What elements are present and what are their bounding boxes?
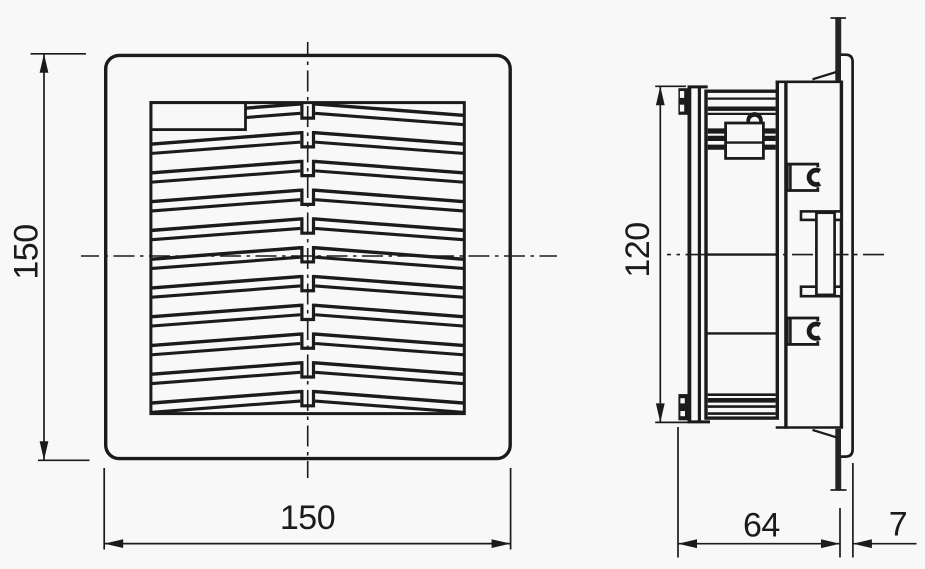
louver-slat-upper xyxy=(151,246,464,261)
louver-center-notch xyxy=(300,217,316,235)
louver-slat-upper xyxy=(151,159,464,175)
snap-latch xyxy=(799,210,843,298)
louver-slat-upper xyxy=(151,361,464,376)
louver-slat-upper xyxy=(151,303,464,319)
dim-side-height: 120 xyxy=(619,85,690,424)
rear-clip-bottom xyxy=(678,394,690,421)
louver-slat-lower xyxy=(151,370,464,386)
dim-label-depth: 64 xyxy=(743,507,780,545)
louver-center-notch xyxy=(300,303,316,322)
dim-front-height: 150 xyxy=(8,52,90,462)
motor-hub xyxy=(724,112,765,160)
nameplate xyxy=(149,101,247,131)
housing-clip-bottom xyxy=(785,316,829,346)
louver-slat-lower xyxy=(151,284,464,299)
front-outer-frame xyxy=(103,53,512,461)
louver-slat-lower xyxy=(151,198,464,213)
front-housing xyxy=(775,70,844,439)
housing-clip-top xyxy=(785,162,829,192)
louver-center-notch xyxy=(300,102,316,120)
dimensions: 150 150 120 xyxy=(8,52,917,558)
dim-front-width: 150 xyxy=(103,468,512,550)
louver-slat-upper xyxy=(151,217,464,233)
louver-center-notch xyxy=(300,361,316,379)
dim-depth: 64 xyxy=(677,427,841,558)
side-view xyxy=(667,17,884,491)
louver-slat-lower xyxy=(151,169,464,184)
dim-label-side-height: 120 xyxy=(619,222,657,277)
louver-slat-upper xyxy=(151,188,464,204)
front-view xyxy=(81,42,557,478)
motor-box xyxy=(724,121,765,160)
louver-center-notch xyxy=(300,274,316,293)
louver-center-notch xyxy=(300,246,316,264)
louver-slat-lower xyxy=(151,255,464,270)
front-bezel xyxy=(841,53,854,458)
bezel-shoulder-bottom xyxy=(812,428,838,439)
louver-slat-upper xyxy=(151,332,464,348)
dim-label-protrusion: 7 xyxy=(889,506,907,544)
louver-center-notch xyxy=(300,159,316,178)
bezel-shoulder-top xyxy=(812,70,838,81)
louver-center-notch xyxy=(300,130,316,149)
louver-center-notch xyxy=(300,389,316,408)
louver-center-notch xyxy=(300,188,316,207)
louver-slat-upper xyxy=(151,389,464,405)
louver-slat-lower xyxy=(151,399,464,414)
louver-slat-lower xyxy=(151,140,464,155)
fan-body xyxy=(704,80,780,420)
impeller-bands xyxy=(707,128,776,150)
louver-slat-lower xyxy=(151,313,464,328)
louver-center-notch xyxy=(300,332,316,350)
louver-slat-lower xyxy=(151,341,464,357)
louver-slat-upper xyxy=(151,130,464,146)
grille-frame xyxy=(149,101,466,416)
louver-slat-upper xyxy=(151,274,464,290)
louver-slat-lower xyxy=(151,226,464,242)
dim-label-front-height: 150 xyxy=(8,224,46,279)
dim-protrusion: 7 xyxy=(852,463,917,558)
rear-clip-top xyxy=(678,88,689,115)
dim-label-front-width: 150 xyxy=(280,499,335,537)
rear-plate xyxy=(687,85,710,424)
